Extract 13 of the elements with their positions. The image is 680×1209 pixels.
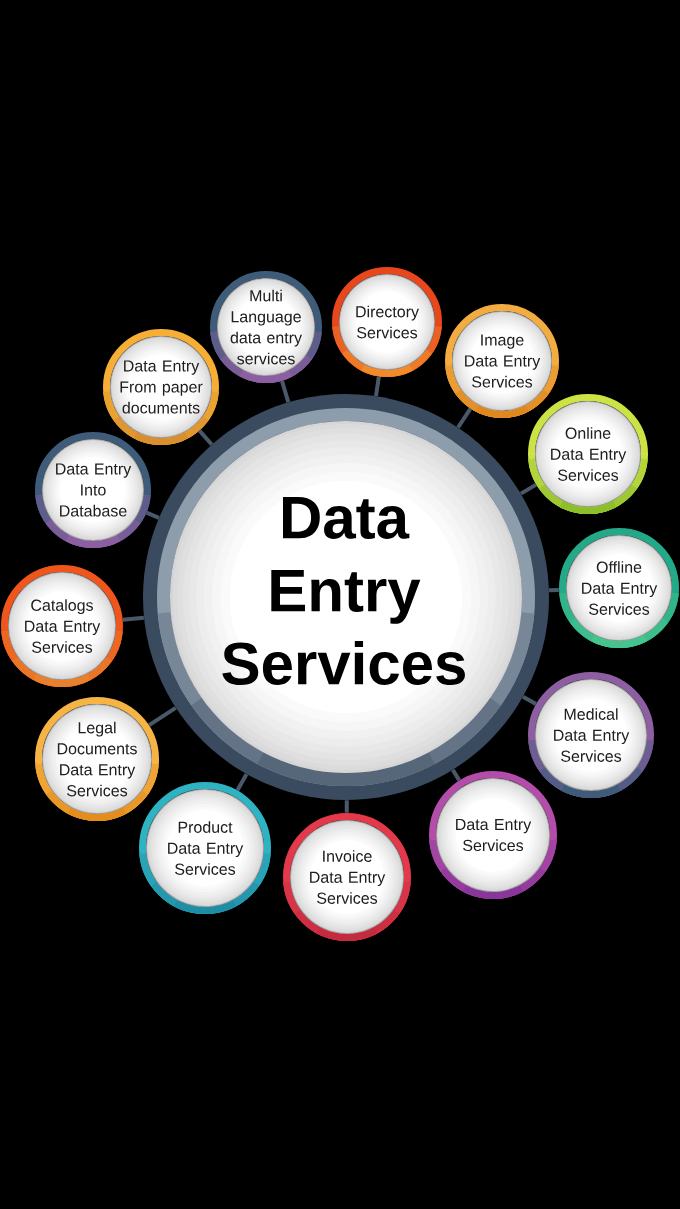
connector-line <box>197 429 214 446</box>
connector-line <box>148 706 177 727</box>
connector-line <box>280 380 291 403</box>
connector-line <box>451 768 461 782</box>
connector-line <box>519 482 538 496</box>
connector-line <box>145 510 160 520</box>
connector-line <box>344 800 349 813</box>
connector-line <box>374 376 381 397</box>
connector-line <box>122 615 145 622</box>
connector-line <box>522 695 537 706</box>
connector-line <box>235 773 249 792</box>
connector-line <box>549 588 559 593</box>
connector-line <box>456 407 473 429</box>
